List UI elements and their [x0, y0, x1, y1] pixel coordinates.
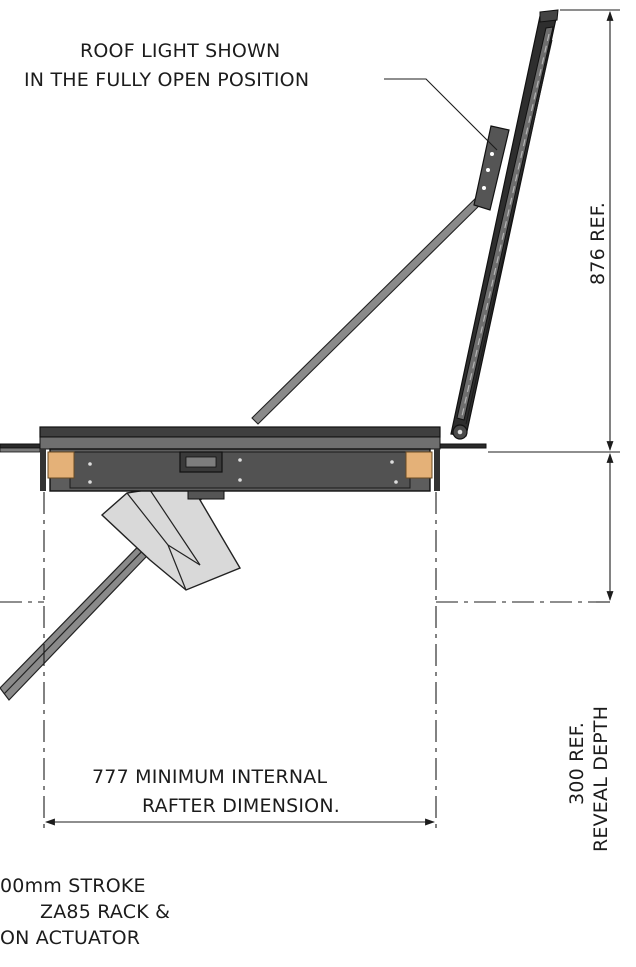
reveal-opening-lines — [0, 492, 596, 828]
dimension-777-label-line1: 777 MINIMUM INTERNAL — [92, 766, 327, 788]
dimension-876-label: 876 REF. — [587, 202, 609, 285]
actuator-label-line2: ZA85 RACK & — [40, 901, 170, 923]
dimension-300: 300 REF. REVEAL DEPTH — [566, 453, 614, 852]
actuator-note: 00mm STROKE ZA85 RACK & ON ACTUATOR — [0, 875, 170, 949]
dimension-876: 876 REF. — [488, 9, 620, 453]
dimension-300-label-line1: 300 REF. — [566, 722, 588, 805]
roof-light-base-frame — [0, 426, 487, 500]
timber-batten-left — [47, 451, 75, 479]
dimension-777: 777 MINIMUM INTERNAL RAFTER DIMENSION. — [45, 766, 435, 826]
roof-light-callout: ROOF LIGHT SHOWN IN THE FULLY OPEN POSIT… — [24, 40, 498, 151]
roof-light-sash — [450, 9, 559, 440]
actuator-label-line1: 00mm STROKE — [0, 875, 146, 897]
actuator-assembly — [0, 189, 490, 701]
roof-light-label-line2: IN THE FULLY OPEN POSITION — [24, 69, 309, 91]
timber-batten-right — [405, 451, 433, 479]
dimension-300-label-line2: REVEAL DEPTH — [590, 706, 612, 852]
actuator-label-line3: ON ACTUATOR — [0, 927, 140, 949]
actuator-upper-rod — [251, 189, 490, 425]
dimension-777-label-line2: RAFTER DIMENSION. — [142, 795, 340, 817]
roof-light-label-line1: ROOF LIGHT SHOWN — [80, 40, 280, 62]
